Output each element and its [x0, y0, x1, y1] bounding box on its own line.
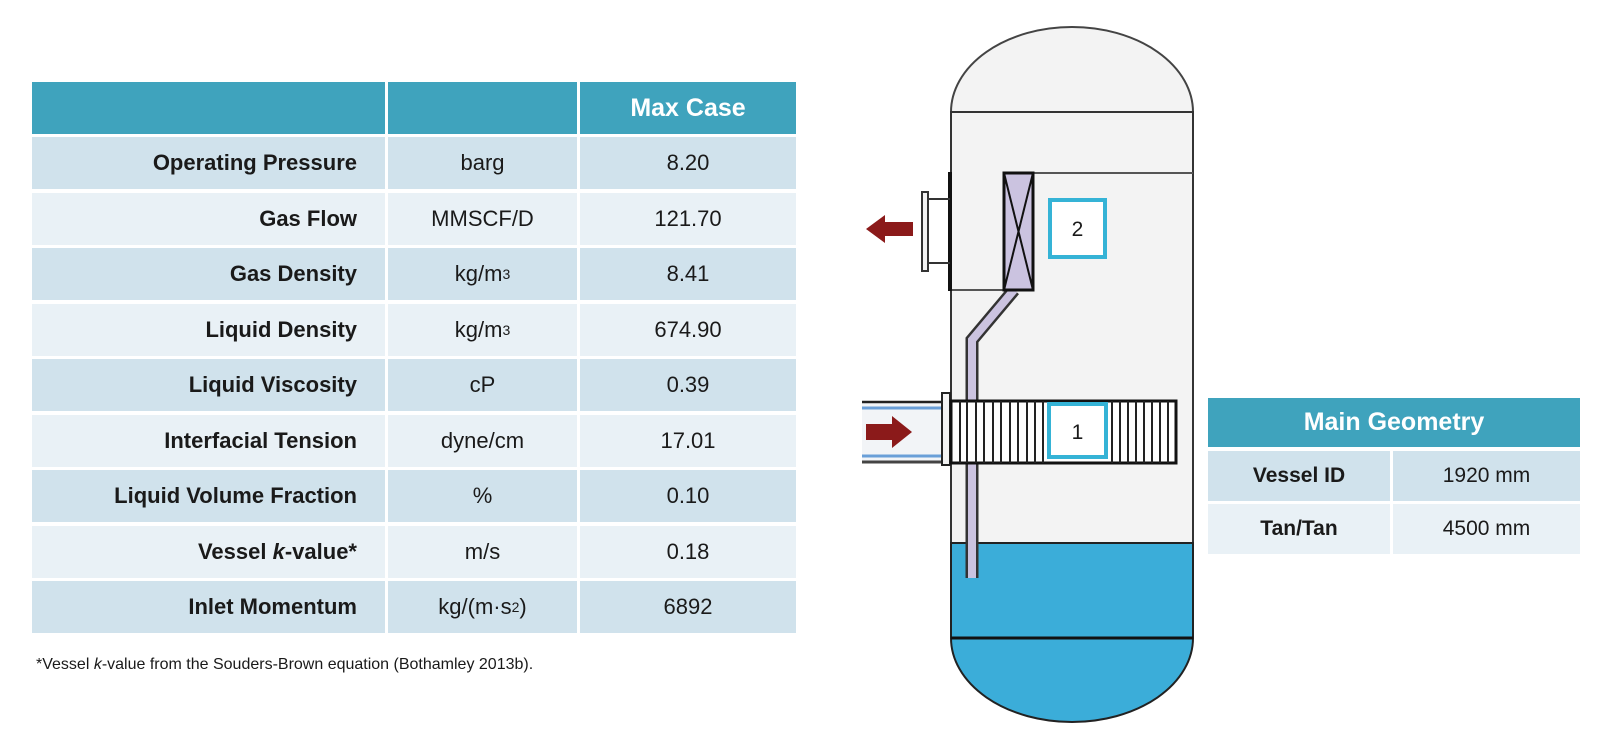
table-row: Gas Flow MMSCF/D 121.70 — [32, 192, 796, 245]
table-row: Tan/Tan 4500 mm — [1208, 504, 1580, 554]
row-value: 17.01 — [580, 414, 796, 467]
mist-eliminator — [1002, 171, 1035, 292]
geometry-label: Tan/Tan — [1208, 504, 1390, 554]
geometry-table: Main Geometry Vessel ID 1920 mm Tan/Tan … — [1208, 398, 1580, 554]
callout-2: 2 — [1048, 198, 1107, 259]
outlet-arrow-icon — [866, 215, 913, 243]
geometry-label: Vessel ID — [1208, 451, 1390, 501]
vessel-shell — [950, 111, 1194, 544]
svg-text:1: 1 — [1072, 421, 1084, 444]
row-value: 6892 — [580, 581, 796, 633]
row-value: 674.90 — [580, 303, 796, 356]
header-cell-max-case: Max Case — [580, 82, 796, 134]
row-unit: % — [388, 470, 577, 522]
row-label: Operating Pressure — [32, 137, 385, 189]
row-label: Liquid Volume Fraction — [32, 470, 385, 522]
row-label: Liquid Density — [32, 303, 385, 356]
row-label: Vessel k-value* — [32, 525, 385, 578]
header-cell-parameter — [32, 82, 385, 134]
inlet-arrow-icon — [866, 416, 912, 448]
row-label: Gas Flow — [32, 192, 385, 245]
geometry-table-title: Main Geometry — [1208, 398, 1580, 447]
svg-text:2: 2 — [1072, 218, 1084, 241]
row-value: 8.41 — [580, 248, 796, 300]
footnote: *Vessel k-value from the Souders-Brown e… — [36, 656, 534, 673]
row-label: Liquid Viscosity — [32, 359, 385, 411]
downcomer-pipe — [968, 287, 1018, 578]
table-header-row: Max Case — [32, 82, 796, 134]
row-label: Gas Density — [32, 248, 385, 300]
liquid-level — [950, 542, 1194, 639]
table-row: Interfacial Tension dyne/cm 17.01 — [32, 414, 796, 467]
row-label: Inlet Momentum — [32, 581, 385, 633]
geometry-value: 4500 mm — [1393, 504, 1580, 554]
separator-vessel-diagram: 1 2 — [862, 26, 1195, 723]
row-value: 0.10 — [580, 470, 796, 522]
row-label: Interfacial Tension — [32, 414, 385, 467]
row-unit: MMSCF/D — [388, 192, 577, 245]
row-unit: m/s — [388, 525, 577, 578]
callout-1: 1 — [1047, 402, 1108, 459]
vessel-bottom-head — [949, 637, 1195, 723]
row-unit: barg — [388, 137, 577, 189]
row-value: 8.20 — [580, 137, 796, 189]
table-row: Liquid Volume Fraction % 0.10 — [32, 470, 796, 522]
gas-outlet-nozzle — [921, 191, 950, 272]
row-value: 0.39 — [580, 359, 796, 411]
geometry-value: 1920 mm — [1393, 451, 1580, 501]
row-value: 121.70 — [580, 192, 796, 245]
vessel-top-head — [949, 26, 1195, 113]
row-unit: dyne/cm — [388, 414, 577, 467]
row-value: 0.18 — [580, 525, 796, 578]
row-unit: cP — [388, 359, 577, 411]
table-row: Vessel ID 1920 mm — [1208, 451, 1580, 501]
table-row: Vessel k-value* m/s 0.18 — [32, 525, 796, 578]
header-cell-unit — [388, 82, 577, 134]
table-row: Operating Pressure barg 8.20 — [32, 137, 796, 189]
table-row: Liquid Viscosity cP 0.39 — [32, 359, 796, 411]
